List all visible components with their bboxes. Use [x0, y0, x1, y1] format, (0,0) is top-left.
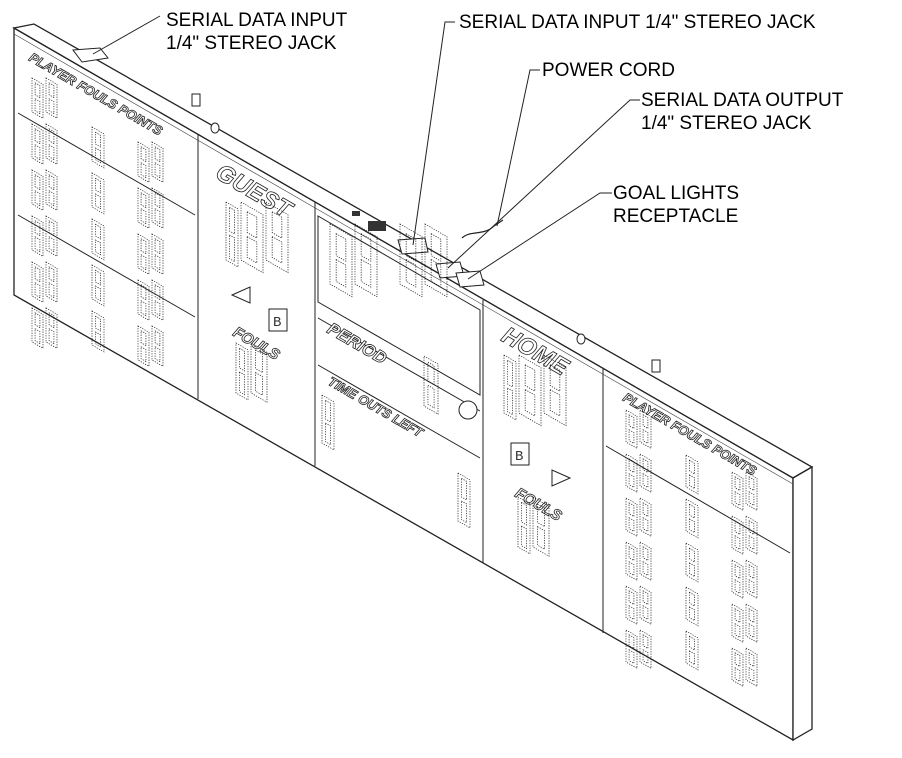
left-foul-digit	[91, 264, 105, 307]
right-player-digit	[625, 585, 638, 625]
control-unit-block	[368, 221, 386, 231]
left-player-digit	[45, 77, 58, 119]
home-fouls-digit	[517, 496, 531, 555]
left-points-digit	[137, 325, 150, 367]
callout-serial-input-left-line2: 1/4" STEREO JACK	[166, 33, 337, 54]
right-foul-digit	[685, 542, 699, 583]
right-player-digit	[639, 409, 652, 449]
leader-lines	[92, 15, 640, 280]
right-foul-digit	[685, 454, 699, 495]
home-score-digit	[503, 354, 517, 421]
callout-goal-lights-line1: GOAL LIGHTS	[613, 183, 739, 204]
right-points-digit	[731, 559, 744, 599]
right-player-digit	[625, 453, 638, 493]
right-player-digit	[639, 541, 652, 581]
left-foul-digit	[91, 126, 105, 169]
left-player-digit	[31, 307, 44, 349]
left-player-digit	[31, 123, 44, 165]
indicators: B B	[230, 286, 572, 487]
guest-fouls-digit	[250, 342, 268, 403]
right-points-digit	[745, 603, 758, 643]
serial-input-jack-left	[72, 47, 109, 63]
left-points-digit	[151, 141, 164, 183]
callout-serial-output-line2: 1/4" STEREO JACK	[641, 113, 812, 134]
period-digit	[423, 355, 439, 415]
left-player-digit	[31, 77, 44, 119]
right-player-digit	[625, 497, 638, 537]
left-points-digit	[151, 325, 164, 367]
left-player-digit	[45, 169, 58, 211]
left-foul-digit	[91, 172, 105, 215]
right-foul-digit	[685, 498, 699, 539]
guest-score-digit	[265, 201, 289, 274]
guest-bonus-indicator: B	[273, 315, 281, 331]
left-player-digit	[31, 261, 44, 303]
home-possession-arrow	[551, 469, 572, 487]
right-points-digit	[745, 647, 758, 687]
left-points-digit	[151, 279, 164, 321]
callout-power-cord-text: POWER CORD	[542, 60, 675, 81]
period-horn-light	[458, 400, 478, 420]
guest-score-digit	[240, 201, 264, 274]
mounting-brackets	[191, 93, 661, 373]
clock-digit	[424, 223, 448, 298]
serial-input-jack-center	[397, 237, 429, 255]
right-points-digit	[745, 515, 758, 555]
right-points-digit	[731, 515, 744, 555]
top-connectors	[72, 47, 504, 288]
left-points-digit	[137, 233, 150, 275]
left-points-digit	[151, 233, 164, 275]
panel-dividers	[17, 112, 791, 633]
left-player-digit	[45, 123, 58, 165]
callout-goal-lights-line2: RECEPTACLE	[613, 206, 739, 227]
callout-serial-input-center: SERIAL DATA INPUT 1/4" STEREO JACK	[459, 11, 816, 34]
guest-possession-arrow	[230, 286, 251, 304]
left-foul-digit	[91, 218, 105, 261]
callout-goal-lights: GOAL LIGHTS RECEPTACLE	[613, 182, 739, 228]
left-player-digit	[31, 215, 44, 257]
callout-serial-input-left: SERIAL DATA INPUT 1/4" STEREO JACK	[166, 9, 347, 55]
home-score-digit	[543, 354, 567, 427]
left-points-digit	[137, 187, 150, 229]
right-points-digit	[745, 559, 758, 599]
clock-digit	[329, 223, 353, 298]
goal-lights-receptacle	[455, 270, 485, 288]
right-player-digit	[625, 541, 638, 581]
callout-serial-output: SERIAL DATA OUTPUT 1/4" STEREO JACK	[641, 89, 843, 135]
right-foul-digit	[685, 586, 699, 627]
clock-digit	[354, 223, 378, 298]
right-player-digit	[625, 409, 638, 449]
left-player-digit	[45, 307, 58, 349]
led-digits	[31, 77, 758, 687]
left-points-digit	[151, 187, 164, 229]
left-points-digit	[137, 141, 150, 183]
home-fouls-digit	[532, 496, 550, 557]
callout-serial-input-center-text: SERIAL DATA INPUT 1/4" STEREO JACK	[459, 12, 816, 33]
right-points-digit	[731, 647, 744, 687]
home-bonus-indicator: B	[515, 449, 523, 465]
left-player-digit	[31, 169, 44, 211]
right-player-digit	[625, 629, 638, 669]
callout-serial-output-line1: SERIAL DATA OUTPUT	[641, 90, 844, 111]
home-score-digit	[518, 354, 542, 427]
right-points-digit	[745, 471, 758, 511]
right-points-digit	[731, 603, 744, 643]
left-points-digit	[137, 279, 150, 321]
right-player-digit	[639, 585, 652, 625]
right-player-digit	[639, 453, 652, 493]
left-player-digit	[45, 261, 58, 303]
right-points-digit	[731, 471, 744, 511]
left-player-digit	[45, 215, 58, 257]
callout-power-cord: POWER CORD	[542, 59, 675, 82]
right-foul-digit	[685, 630, 699, 671]
clock-digit	[399, 223, 423, 298]
guest-score-digit	[225, 201, 239, 268]
guest-fouls-digit	[235, 342, 249, 401]
right-player-digit	[639, 497, 652, 537]
callout-serial-input-left-line1: SERIAL DATA INPUT	[166, 10, 348, 31]
right-player-digit	[639, 629, 652, 669]
left-foul-digit	[91, 310, 105, 353]
